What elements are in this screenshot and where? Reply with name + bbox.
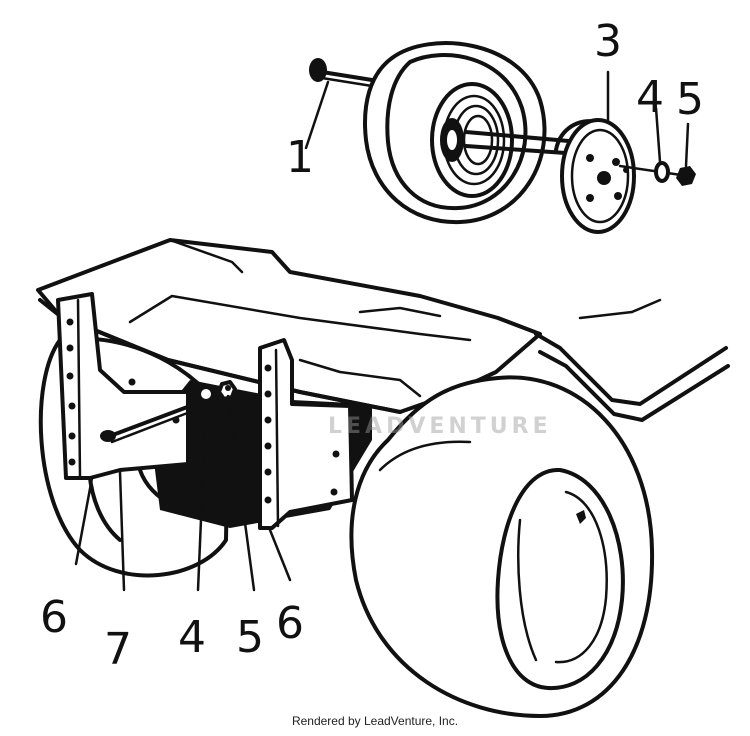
- callout-3: 3: [594, 16, 622, 67]
- upper-tire: [363, 41, 547, 225]
- callout-5-bottom: 5: [236, 612, 264, 663]
- callout-4-bottom: 4: [178, 612, 206, 663]
- render-credit: Rendered by LeadVenture, Inc.: [291, 714, 459, 728]
- callout-6-right: 6: [276, 598, 304, 649]
- callout-7: 7: [104, 624, 132, 675]
- axle-bolt: [309, 58, 374, 88]
- callout-1: 1: [286, 132, 314, 183]
- washer: [654, 161, 670, 183]
- axle-nut: [676, 166, 696, 186]
- lower-leader-lines: [74, 394, 292, 592]
- left-mounting-bracket: [56, 292, 190, 480]
- right-mounting-bracket: [258, 338, 354, 530]
- pivot-bolt: [100, 404, 192, 444]
- leadventure-watermark: LEADVENTURE: [328, 414, 552, 439]
- wheel-hub-plate: [554, 118, 636, 234]
- callout-4-top: 4: [636, 72, 664, 123]
- rear-assembly: [36, 238, 730, 718]
- callout-6-left: 6: [40, 592, 68, 643]
- right-rear-tire: [349, 375, 655, 718]
- callout-5-top: 5: [676, 74, 704, 125]
- upper-leader-lines: [304, 70, 690, 168]
- exploded-wheel-assembly: [309, 41, 696, 234]
- callout-labels: 1 3 4 5 6 7 4 5 6: [40, 16, 704, 675]
- rear-fender-deck: [36, 238, 542, 414]
